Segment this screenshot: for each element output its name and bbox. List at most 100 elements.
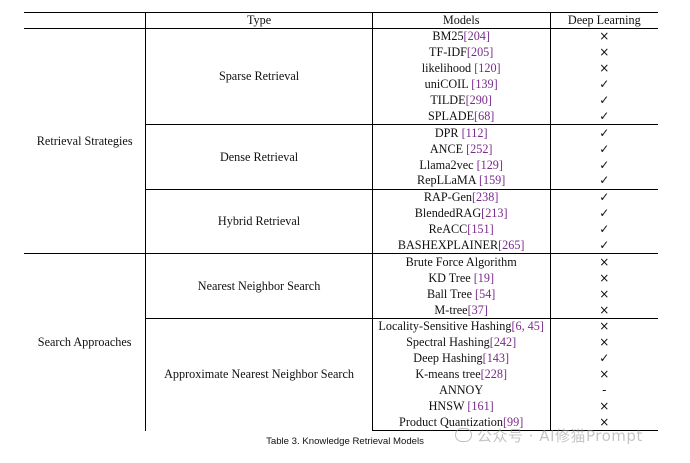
cross-mark-icon: ×: [599, 61, 610, 76]
citation-link[interactable]: [290]: [465, 93, 492, 107]
table-row: Llama2vec [129]✓: [24, 157, 658, 174]
table-row: uniCOIL [139]✓: [24, 76, 658, 93]
citation-link[interactable]: [252]: [466, 141, 493, 156]
cross-mark-icon: ×: [599, 29, 610, 44]
citation-link[interactable]: [151]: [467, 222, 494, 237]
citation-link[interactable]: [129]: [476, 157, 503, 172]
table-row: ReACC[151]✓: [24, 221, 658, 238]
citation-link[interactable]: [228]: [480, 367, 508, 382]
model-name: DPR: [434, 125, 459, 140]
citation-link[interactable]: [213]: [481, 206, 508, 221]
citation-link[interactable]: [265]: [498, 238, 525, 253]
cross-mark-icon: ×: [599, 319, 610, 334]
model-cell: K-means tree[228]: [372, 366, 551, 383]
check-mark-icon: ✓: [599, 125, 610, 140]
citation-link[interactable]: [99]: [502, 414, 524, 429]
model-cell: Llama2vec [129]: [372, 157, 551, 174]
table-row: Spectral Hashing[242]×: [24, 334, 658, 351]
deep-learning-cell: ✓: [550, 108, 658, 124]
model-name: BlendedRAG: [414, 206, 482, 221]
check-mark-icon: ✓: [599, 238, 610, 253]
deep-learning-cell: ✓: [550, 124, 658, 142]
model-name: TILDE: [430, 93, 466, 107]
deep-learning-cell: ✓: [550, 206, 658, 222]
model-name: RepLLaMA: [416, 173, 476, 188]
cross-mark-icon: ×: [599, 414, 610, 429]
cross-mark-icon: ×: [599, 254, 610, 269]
check-mark-icon: ✓: [599, 222, 610, 237]
citation-link[interactable]: [238]: [472, 190, 499, 205]
table-row: RepLLaMA [159]✓: [24, 173, 658, 190]
citation-link[interactable]: [54]: [475, 286, 496, 301]
cross-mark-icon: ×: [599, 286, 610, 301]
model-name: ANNOY: [439, 383, 484, 398]
check-mark-icon: ✓: [599, 141, 610, 156]
header-category: [24, 12, 147, 29]
header-type: Type: [145, 12, 373, 29]
model-cell: BASHEXPLAINER[265]: [372, 237, 551, 254]
check-mark-icon: ✓: [599, 351, 610, 366]
watermark: 公众号 · AI修猫Prompt: [455, 425, 643, 446]
model-cell: Brute Force Algorithm: [372, 253, 551, 271]
deep-learning-cell: ×: [550, 414, 658, 432]
model-name: TF-IDF: [429, 45, 467, 60]
deep-learning-cell: ×: [550, 45, 658, 61]
citation-link[interactable]: [204]: [463, 29, 490, 44]
model-cell: RepLLaMA [159]: [372, 173, 551, 190]
table-caption: Table 3. Knowledge Retrieval Models: [266, 436, 424, 447]
model-name: Brute Force Algorithm: [405, 254, 517, 269]
model-cell: SPLADE[68]: [372, 108, 551, 125]
deep-learning-cell: ✓: [550, 77, 658, 93]
model-cell: Locality-Sensitive Hashing[6, 45]: [372, 318, 551, 335]
citation-link[interactable]: [242]: [489, 335, 517, 350]
table-row: K-means tree[228]×: [24, 366, 658, 383]
citation-link[interactable]: [161]: [467, 398, 494, 413]
model-name: M-tree: [434, 302, 468, 317]
model-cell: BlendedRAG[213]: [372, 205, 551, 222]
citation-link[interactable]: [6, 45]: [511, 319, 544, 334]
model-name: likelihood: [421, 61, 472, 76]
model-name: RAP-Gen: [423, 190, 472, 205]
table-row: BlendedRAG[213]✓: [24, 205, 658, 222]
citation-link[interactable]: [205]: [466, 45, 494, 60]
citation-link[interactable]: [143]: [482, 351, 510, 366]
wechat-icon: [455, 428, 472, 442]
deep-learning-cell: ✓: [550, 141, 658, 157]
model-name: SPLADE: [427, 108, 475, 123]
citation-link[interactable]: [19]: [473, 270, 495, 285]
deep-learning-cell: ✓: [550, 238, 658, 254]
model-cell: RAP-Gen[238]: [372, 188, 551, 206]
model-name: Ball Tree: [426, 286, 472, 301]
citation-link[interactable]: [68]: [474, 108, 495, 123]
table-row: SPLADE[68]✓: [24, 108, 658, 125]
cross-mark-icon: ×: [599, 302, 610, 317]
model-name: BM25: [432, 29, 464, 44]
type-cell: Sparse Retrieval: [145, 28, 373, 125]
model-cell: M-tree[37]: [372, 302, 551, 319]
deep-learning-cell: ✓: [550, 157, 658, 173]
model-cell: ANNOY: [372, 382, 551, 399]
watermark-text: 公众号 · AI修猫Prompt: [477, 427, 643, 445]
model-cell: BM25[204]: [372, 28, 551, 45]
model-name: HNSW: [428, 398, 465, 413]
citation-link[interactable]: [37]: [467, 302, 488, 317]
type-cell: Nearest Neighbor Search: [145, 253, 373, 319]
check-mark-icon: ✓: [599, 190, 610, 205]
table-row: Product Quantization[99]×: [24, 414, 658, 432]
citation-link[interactable]: [120]: [474, 61, 501, 76]
model-cell: DPR [112]: [372, 124, 551, 142]
dash-mark: -: [602, 383, 607, 398]
model-name: Spectral Hashing: [406, 335, 490, 350]
citation-link[interactable]: [159]: [478, 173, 506, 188]
table-row: KD Tree [19]×: [24, 270, 658, 287]
model-cell: ANCE [252]: [372, 141, 551, 158]
model-cell: likelihood [120]: [372, 60, 551, 77]
table-row: likelihood [120] ×: [24, 60, 658, 77]
citation-link[interactable]: [139]: [471, 77, 498, 92]
citation-link[interactable]: [112]: [461, 125, 488, 140]
table-row: BASHEXPLAINER[265] ✓: [24, 237, 658, 254]
deep-learning-cell: ×: [550, 367, 658, 383]
